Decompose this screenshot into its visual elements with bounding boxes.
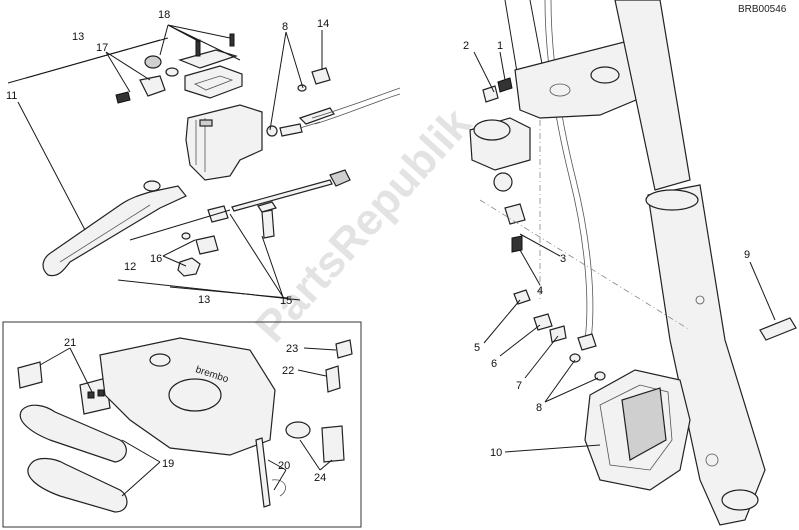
callout-22: 22 — [282, 365, 294, 377]
callout-16: 16 — [150, 253, 162, 265]
callout-labels: 1 2 3 4 5 6 7 8 8 9 10 11 12 13 13 14 15… — [6, 9, 750, 484]
callout-18: 18 — [158, 9, 170, 21]
leader-lines-inset — [39, 347, 337, 497]
callout-7: 7 — [516, 380, 522, 392]
watermark-text: PartsRepublik — [246, 99, 481, 352]
fork-outer-tube — [614, 0, 691, 191]
callout-8-right: 8 — [536, 402, 542, 414]
brake-pad-lower — [27, 457, 128, 513]
fork-group — [469, 0, 797, 526]
callout-11: 11 — [6, 90, 17, 102]
callout-10: 10 — [490, 447, 502, 459]
leader-lines-left — [17, 24, 323, 298]
callout-20: 20 — [278, 460, 290, 472]
locknut — [177, 257, 201, 277]
callout-13-bottom: 13 — [198, 294, 210, 306]
callout-9: 9 — [744, 249, 750, 261]
callout-17: 17 — [96, 42, 108, 54]
callout-5: 5 — [474, 342, 480, 354]
drawing-code: BRB00546 — [738, 4, 787, 15]
callout-12: 12 — [124, 261, 136, 273]
callout-1: 1 — [497, 40, 503, 52]
callout-24: 24 — [314, 472, 326, 484]
brake-lever — [42, 185, 187, 277]
brake-pads-group: brembo — [17, 337, 353, 513]
callout-21: 21 — [64, 337, 76, 349]
pads-inset-frame — [2, 321, 362, 528]
callout-14: 14 — [317, 18, 329, 30]
callout-4: 4 — [537, 285, 543, 297]
reservoir-cap — [184, 65, 243, 99]
callout-6: 6 — [491, 358, 497, 370]
leader-lines-right — [473, 51, 776, 453]
callout-13-top: 13 — [72, 31, 84, 43]
callout-19: 19 — [162, 458, 174, 470]
brake-pad-upper — [19, 404, 127, 463]
caliper-bolt — [759, 317, 797, 341]
master-cylinder-body — [185, 104, 263, 181]
callout-15: 15 — [280, 295, 292, 307]
master-cylinder-group — [7, 33, 401, 301]
callout-3: 3 — [560, 253, 566, 265]
callout-23: 23 — [286, 343, 298, 355]
callout-2: 2 — [463, 40, 469, 52]
callout-8-top: 8 — [282, 21, 288, 33]
